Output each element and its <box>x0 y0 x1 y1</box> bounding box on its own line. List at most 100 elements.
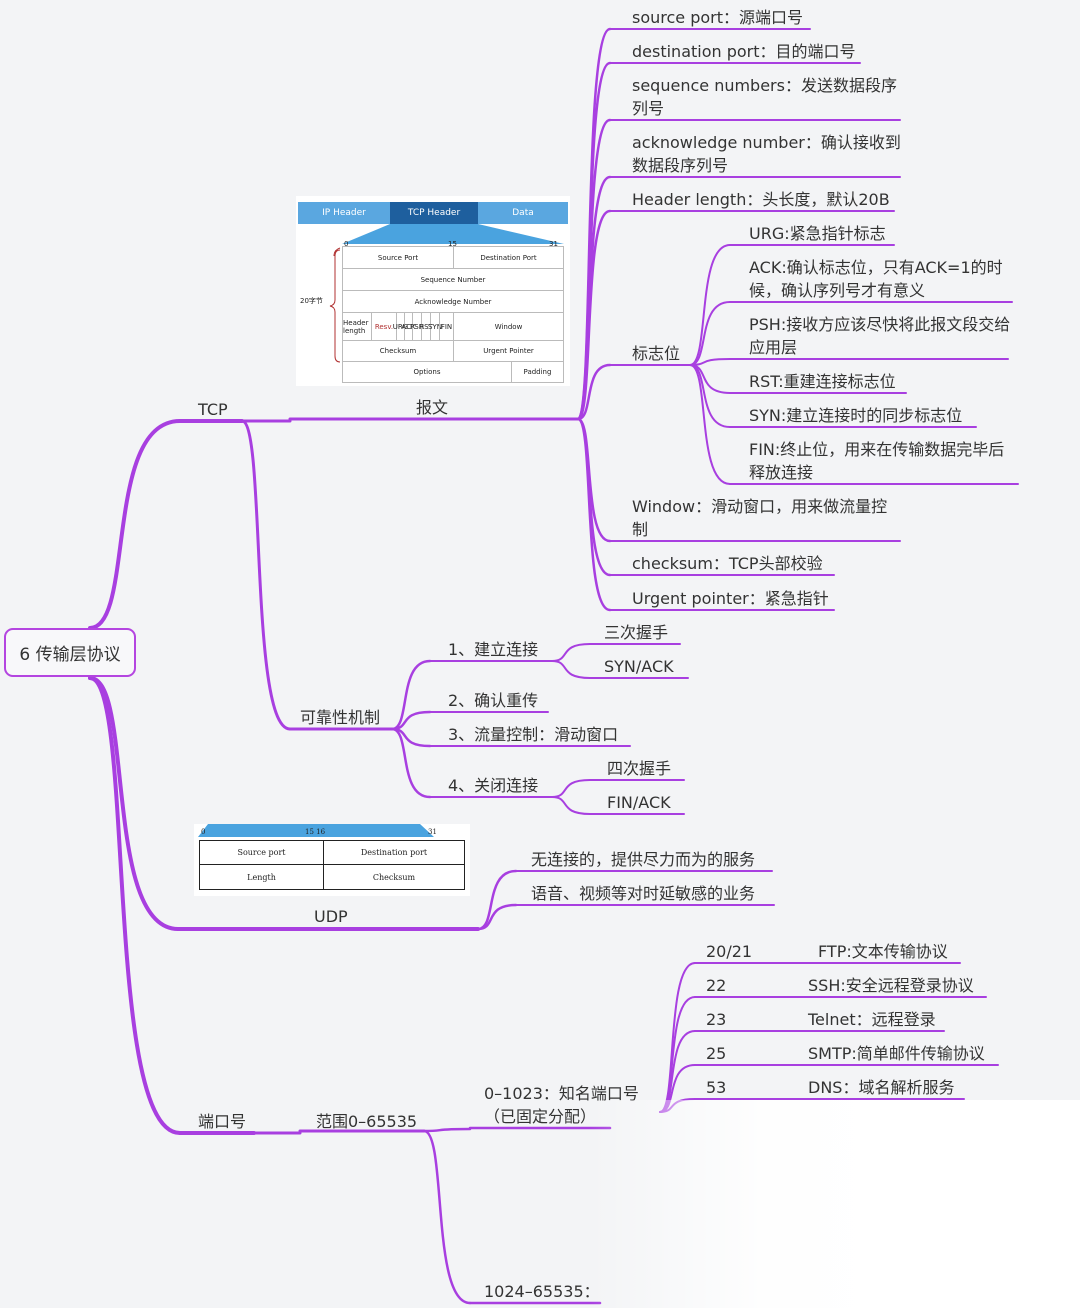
node-flags[interactable]: 标志位 <box>632 344 681 363</box>
ports-dynamic[interactable]: 1024–65535： <box>484 1282 600 1301</box>
edge-udp-0 <box>476 869 518 931</box>
edge-root-tcp <box>88 419 182 630</box>
node-udp[interactable]: UDP <box>314 907 348 926</box>
edge-field-8 <box>576 417 612 612</box>
edge-close-0 <box>551 779 591 798</box>
bit-0-label: 0 <box>344 240 349 248</box>
node-reliability[interactable]: 可靠性机制 <box>300 708 381 727</box>
edge-range-dynamic <box>422 1129 472 1305</box>
udp-length-cell: Length <box>199 864 324 890</box>
options-cell: Options <box>342 361 512 383</box>
reliability-establish[interactable]: 1、建立连接 <box>448 640 539 659</box>
edge-close-1 <box>551 796 591 815</box>
edge-range-well <box>422 1127 472 1133</box>
edge-tcp-reliability <box>240 419 292 731</box>
udp-header-image: 0 15 16 31 Source port Destination port … <box>194 824 470 896</box>
port-desc-telnet[interactable]: Telnet：远程登录 <box>808 1010 936 1029</box>
field-destination-port[interactable]: destination port：目的端口号 <box>632 42 856 61</box>
acknowledge-number-cell: Acknowledge Number <box>342 290 564 313</box>
edge-flag-4 <box>689 364 731 428</box>
port-desc-ftp[interactable]: FTP:文本传输协议 <box>818 942 948 961</box>
field-sequence-numbers[interactable]: sequence numbers：发送数据段序列号 <box>632 76 897 118</box>
tab-data: Data <box>478 202 568 224</box>
reliability-fin-ack[interactable]: FIN/ACK <box>607 793 671 812</box>
udp-bit-0: 0 <box>201 828 206 836</box>
flag-rst[interactable]: RST:重建连接标志位 <box>749 372 896 391</box>
bit-31-label: 31 <box>549 240 558 248</box>
field-acknowledge-number[interactable]: acknowledge number：确认接收到数据段序列号 <box>632 133 901 175</box>
edge-field-4 <box>576 209 612 421</box>
udp-checksum-cell: Checksum <box>323 864 465 890</box>
port-desc-ssh[interactable]: SSH:安全远程登录协议 <box>808 976 974 995</box>
window-cell: Window <box>453 312 564 341</box>
root-label: 6 传输层协议 <box>19 645 121 665</box>
root-node[interactable]: 6 传输层协议 <box>4 628 136 677</box>
port-num-ssh[interactable]: 22 <box>706 976 727 995</box>
udp-header-bar <box>198 824 434 837</box>
reliability-retransmit[interactable]: 2、确认重传 <box>448 691 539 710</box>
reliability-flow-control[interactable]: 3、流量控制：滑动窗口 <box>448 725 619 744</box>
port-num-telnet[interactable]: 23 <box>706 1010 727 1029</box>
field-window[interactable]: Window：滑动窗口，用来做流量控制 <box>632 497 888 539</box>
urgent-pointer-cell: Urgent Pointer <box>453 340 564 362</box>
field-checksum[interactable]: checksum：TCP头部校验 <box>632 554 823 573</box>
edge-rel-0 <box>390 659 432 731</box>
udp-source-port-cell: Source port <box>199 840 324 865</box>
udp-destination-port-cell: Destination port <box>323 840 465 865</box>
edge-port-0 <box>659 962 696 1113</box>
udp-bit-15-16: 15 16 <box>305 828 326 836</box>
edge-field-7 <box>576 417 612 577</box>
tcp-header-image: IP Header TCP Header Data 0 15 31 20字节 S… <box>296 196 570 386</box>
edge-root-ports <box>88 676 182 1135</box>
edge-est-1 <box>551 660 591 679</box>
edge-udp-1 <box>476 903 518 931</box>
edge-flag-5 <box>689 364 731 485</box>
edge-est-0 <box>551 643 591 662</box>
udp-latency[interactable]: 语音、视频等对时延敏感的业务 <box>531 884 756 903</box>
tab-tcp-header: TCP Header <box>390 202 478 224</box>
flag-psh[interactable]: PSH:接收方应该尽快将此报文段交给应用层 <box>749 315 1011 357</box>
port-desc-dns[interactable]: DNS：域名解析服务 <box>808 1078 955 1097</box>
edge-flag-0 <box>689 244 731 366</box>
header-length-cell: Header length <box>342 312 372 341</box>
bytes-label: 20字节 <box>300 297 323 305</box>
flag-syn[interactable]: SYN:建立连接时的同步标志位 <box>749 406 963 425</box>
node-ports[interactable]: 端口号 <box>198 1112 247 1131</box>
port-num-dns[interactable]: 53 <box>706 1078 727 1097</box>
edge-field-5 <box>576 363 612 421</box>
bytes-brace <box>329 249 341 363</box>
ports-well-known[interactable]: 0–1023：知名端口号（已固定分配） <box>484 1084 639 1126</box>
header-trapezoid <box>333 224 564 256</box>
reliability-three-way[interactable]: 三次握手 <box>604 623 669 642</box>
reliability-syn-ack[interactable]: SYN/ACK <box>604 657 674 676</box>
edge-flag-1 <box>689 301 731 366</box>
edge-root-udp <box>88 676 180 931</box>
port-num-ftp[interactable]: 20/21 <box>706 942 753 961</box>
udp-bit-31: 31 <box>428 828 437 836</box>
edge-rel-3 <box>390 727 432 799</box>
field-source-port[interactable]: source port：源端口号 <box>632 8 804 27</box>
port-desc-smtp[interactable]: SMTP:简单邮件传输协议 <box>808 1044 985 1063</box>
reliability-close[interactable]: 4、关闭连接 <box>448 776 539 795</box>
flag-ack[interactable]: ACK:确认标志位，只有ACK=1的时候，确认序列号才有意义 <box>749 258 1003 300</box>
node-tcp[interactable]: TCP <box>198 400 228 419</box>
checksum-cell: Checksum <box>342 340 454 362</box>
flag-urg[interactable]: URG:紧急指针标志 <box>749 224 886 243</box>
bit-15-label: 15 <box>448 240 457 248</box>
port-num-smtp[interactable]: 25 <box>706 1044 727 1063</box>
node-segment[interactable]: 报文 <box>416 398 449 417</box>
sequence-number-cell: Sequence Number <box>342 268 564 291</box>
destination-port-cell: Destination Port <box>453 246 564 269</box>
ports-range[interactable]: 范围0–65535 <box>316 1112 418 1131</box>
reliability-four-way[interactable]: 四次握手 <box>607 759 672 778</box>
field-header-length[interactable]: Header length：头长度，默认20B <box>632 190 890 209</box>
fin-cell: FIN <box>439 312 454 341</box>
tab-ip-header: IP Header <box>298 202 390 224</box>
source-port-cell: Source Port <box>342 246 454 269</box>
edge-port-1 <box>659 996 696 1113</box>
field-urgent-pointer[interactable]: Urgent pointer：紧急指针 <box>632 589 829 608</box>
flag-fin[interactable]: FIN:终止位，用来在传输数据完毕后释放连接 <box>749 440 1005 482</box>
edge-field-6 <box>576 417 612 543</box>
padding-cell: Padding <box>511 361 564 383</box>
udp-connectionless[interactable]: 无连接的，提供尽力而为的服务 <box>531 850 756 869</box>
